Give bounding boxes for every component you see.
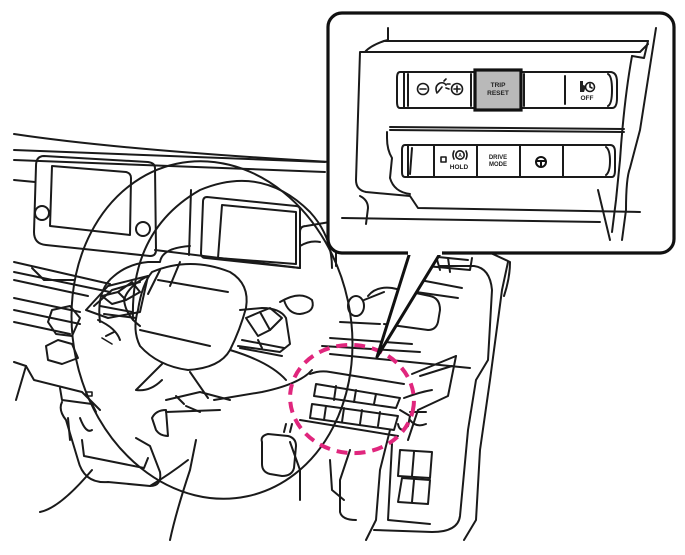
trip-reset-highlight [473, 68, 523, 112]
idle-stop-icon [580, 81, 596, 93]
drive-mode-label-2: MODE [489, 162, 507, 168]
idle-stop-off-button[interactable]: OFF [580, 81, 596, 102]
center-display [33, 155, 157, 257]
indicator-light-icon [440, 156, 447, 163]
meter-brightness-button[interactable] [416, 78, 464, 96]
drive-mode-label-1: DRIVE [489, 155, 507, 161]
callout: TRIP RESET OFF [326, 11, 676, 359]
plus-circle-icon [450, 82, 464, 96]
meter-icon [435, 78, 451, 94]
trip-reset-label-2: RESET [487, 90, 509, 97]
dashboard-scene [13, 133, 511, 541]
upper-switch-panel: TRIP RESET OFF [396, 68, 618, 112]
trip-reset-label-1: TRIP [491, 82, 506, 89]
knob-right [135, 221, 151, 237]
trip-reset-button[interactable]: TRIP RESET [473, 68, 523, 112]
knob-left [34, 205, 50, 221]
svg-text:A: A [458, 153, 462, 159]
pedal [260, 433, 297, 477]
auto-hold-button[interactable]: A HOLD [440, 150, 469, 171]
callout-pointer [375, 251, 443, 359]
auto-hold-icon: A [452, 150, 468, 161]
idle-stop-label: OFF [581, 95, 594, 102]
switch-cluster-small [299, 370, 433, 437]
instrument-cluster [154, 189, 301, 269]
steering-heater-button[interactable] [535, 156, 547, 168]
highlight-circle [288, 342, 416, 456]
drive-mode-button[interactable]: DRIVE MODE [489, 155, 507, 168]
auto-hold-label: HOLD [450, 164, 469, 171]
lower-switch-panel: A HOLD DRIVE MODE [401, 144, 616, 178]
airbag-hub [134, 263, 248, 371]
minus-circle-icon [416, 82, 430, 96]
steering-wheel-icon [535, 156, 547, 168]
dash-top-line [13, 133, 331, 163]
